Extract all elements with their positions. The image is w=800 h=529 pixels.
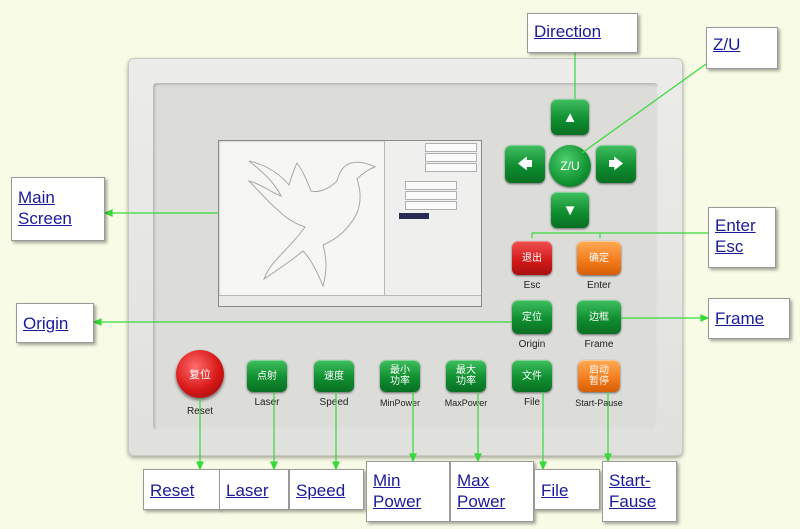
max-power-button-label: 最大 功率 bbox=[456, 365, 476, 387]
file-button[interactable]: 文件 bbox=[512, 360, 552, 392]
start-pause-caption: Start-Pause bbox=[575, 398, 623, 408]
callout-start-pause: Start- Fause bbox=[602, 461, 677, 522]
leader-min-power-arrowhead bbox=[409, 453, 417, 463]
right-arrow-button[interactable]: 🡆 bbox=[596, 145, 636, 183]
up-arrow-button[interactable]: ▲ bbox=[551, 99, 589, 135]
laser-caption: Laser bbox=[254, 397, 280, 408]
frame-button[interactable]: 边框 bbox=[577, 300, 621, 334]
frame-button-label: 边框 bbox=[589, 311, 609, 323]
callout-origin: Origin bbox=[16, 303, 94, 343]
leader-max-power-arrowhead bbox=[474, 453, 482, 463]
callout-main-screen: Main Screen bbox=[11, 177, 105, 241]
origin-button[interactable]: 定位 bbox=[512, 300, 552, 334]
leader-frame-arrowhead bbox=[700, 314, 710, 322]
laser-button-label: 点射 bbox=[257, 370, 277, 382]
dove-preview-graphic bbox=[247, 160, 377, 288]
enter-caption: Enter bbox=[587, 280, 611, 291]
callout-reset: Reset bbox=[143, 469, 220, 510]
leader-start-pause-arrowhead bbox=[604, 453, 612, 463]
max-power-button[interactable]: 最大 功率 bbox=[446, 360, 486, 392]
callout-min-power: Min Power bbox=[366, 461, 450, 522]
arrow-left-icon: 🡄 bbox=[517, 155, 533, 173]
callout-frame: Frame bbox=[708, 298, 790, 339]
callout-direction: Direction bbox=[527, 13, 638, 53]
origin-caption: Origin bbox=[518, 339, 546, 350]
arrow-up-icon: ▲ bbox=[562, 108, 578, 126]
laser-button[interactable]: 点射 bbox=[247, 360, 287, 392]
left-arrow-button[interactable]: 🡄 bbox=[505, 145, 545, 183]
esc-button[interactable]: 退出 bbox=[512, 241, 552, 275]
reset-button[interactable]: 复位 bbox=[176, 350, 224, 398]
callout-zu: Z/U bbox=[706, 27, 778, 69]
reset-button-label: 复位 bbox=[189, 369, 211, 381]
callout-max-power: Max Power bbox=[450, 461, 534, 522]
enter-button[interactable]: 确定 bbox=[577, 241, 621, 275]
leader-speed-arrowhead bbox=[332, 461, 340, 471]
speed-button[interactable]: 速度 bbox=[314, 360, 354, 392]
start-pause-button-label: 启动 暂停 bbox=[589, 365, 609, 387]
origin-button-label: 定位 bbox=[522, 311, 542, 323]
screen-status-bar bbox=[219, 295, 481, 306]
file-button-label: 文件 bbox=[522, 370, 542, 382]
min-power-caption: MinPower bbox=[379, 398, 420, 408]
esc-button-label: 退出 bbox=[522, 252, 542, 264]
enter-button-label: 确定 bbox=[589, 252, 609, 264]
callout-laser: Laser bbox=[219, 469, 289, 510]
leader-reset-arrowhead bbox=[196, 461, 204, 471]
leader-zu bbox=[581, 63, 707, 154]
min-power-button-label: 最小 功率 bbox=[390, 365, 410, 387]
zu-button-label: Z/U bbox=[560, 159, 580, 173]
file-caption: File bbox=[523, 397, 541, 408]
arrow-right-icon: 🡆 bbox=[608, 155, 624, 173]
callout-file: File bbox=[534, 469, 600, 510]
main-screen bbox=[218, 140, 482, 307]
leader-main-screen-arrowhead bbox=[103, 209, 113, 217]
esc-caption: Esc bbox=[523, 280, 541, 291]
start-pause-button[interactable]: 启动 暂停 bbox=[578, 360, 620, 392]
down-arrow-button[interactable]: ▼ bbox=[551, 192, 589, 228]
callout-enter-esc: Enter Esc bbox=[708, 207, 776, 268]
leader-file-arrowhead bbox=[539, 461, 547, 471]
leader-laser-arrowhead bbox=[270, 461, 278, 471]
speed-button-label: 速度 bbox=[324, 370, 344, 382]
callout-speed: Speed bbox=[289, 469, 364, 510]
speed-caption: Speed bbox=[319, 397, 349, 408]
max-power-caption: MaxPower bbox=[444, 398, 488, 408]
leader-origin-arrowhead bbox=[92, 318, 102, 326]
frame-caption: Frame bbox=[584, 339, 614, 350]
screen-info-panel bbox=[384, 141, 481, 296]
arrow-down-icon: ▼ bbox=[562, 201, 578, 219]
min-power-button[interactable]: 最小 功率 bbox=[380, 360, 420, 392]
